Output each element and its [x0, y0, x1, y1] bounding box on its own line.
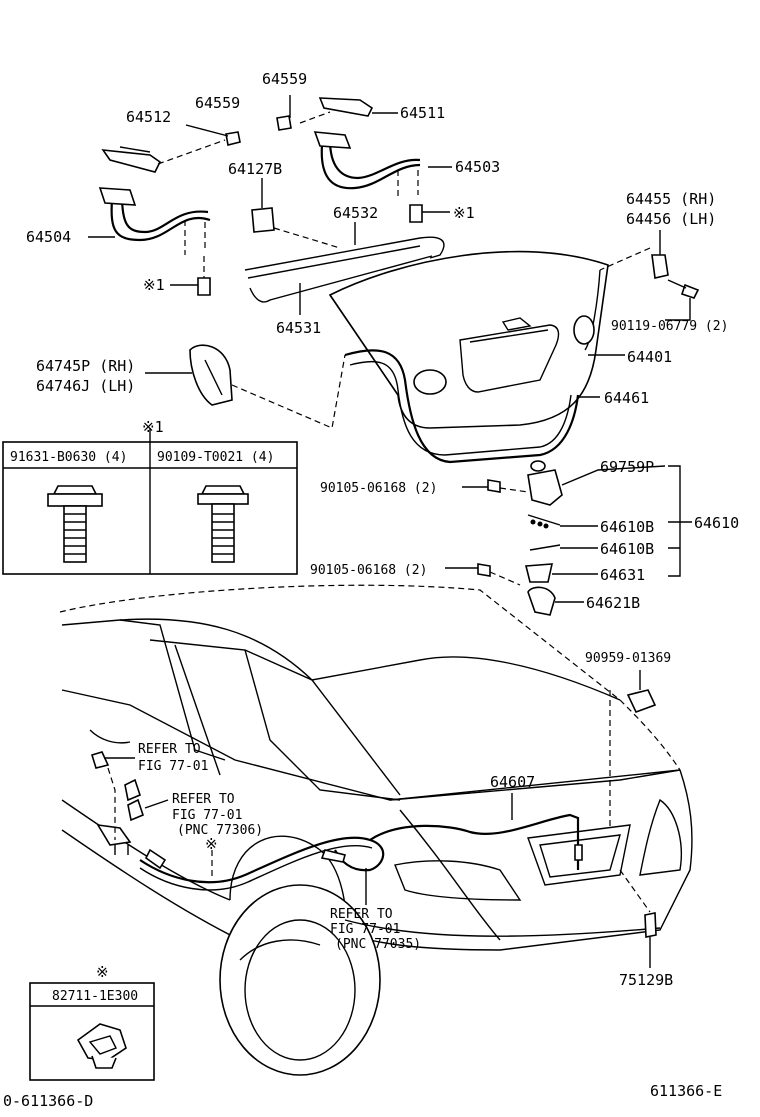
hinge-bracket-64511 [318, 97, 374, 117]
luggage-door-64401 [328, 250, 609, 429]
label-75129b: 75129B [619, 971, 673, 989]
screw-90105-lower [477, 563, 491, 577]
bolt-table-col2: 90109-T0021 (4) [157, 450, 274, 465]
bolt-table-col1: 91631-B0630 (4) [10, 450, 127, 465]
label-64607: 64607 [490, 773, 535, 791]
hinge-arm-64503 [320, 144, 421, 190]
refer-1-line2: FIG 77-01 [138, 759, 208, 774]
label-64746j: 64746J (LH) [36, 377, 135, 395]
bolt-64559-right [276, 115, 292, 131]
label-64610b-upper: 64610B [600, 518, 654, 536]
torsion-bar-64531 [249, 255, 433, 303]
label-90959: 90959-01369 [585, 651, 671, 666]
refer-3-line1: REFER TO [330, 907, 393, 922]
label-64455: 64455 (RH) [626, 190, 716, 208]
plate-recess [459, 324, 560, 393]
label-64532: 64532 [333, 204, 378, 222]
grommet-90959 [626, 689, 657, 714]
label-star-clip: ※ [96, 963, 109, 981]
refer-3-line2: FIG 77-01 [330, 922, 400, 937]
torsion-bar-64532 [244, 236, 445, 271]
label-64531: 64531 [276, 319, 321, 337]
label-64610: 64610 [694, 514, 739, 532]
refer-1-line1: REFER TO [138, 742, 201, 757]
lock-69759p [527, 469, 563, 506]
release-lever [96, 823, 132, 846]
figure-code-right: 611366-E [650, 1082, 722, 1100]
cable-64607 [139, 813, 580, 884]
label-64610b-lower: 64610B [600, 540, 654, 558]
clip-82711-icon [76, 1023, 127, 1069]
bolt-star1-upper [409, 204, 423, 223]
screw-90105-upper [487, 479, 501, 493]
label-64621b: 64621B [586, 594, 640, 612]
striker-64621b [527, 586, 556, 616]
hinge-arm-64504 [110, 199, 211, 242]
rear-wheel [219, 884, 381, 1076]
label-64504: 64504 [26, 228, 71, 246]
label-64511: 64511 [400, 104, 445, 122]
label-64559-upper: 64559 [262, 70, 307, 88]
label-64503: 64503 [455, 158, 500, 176]
label-star1-table: ※1 [142, 418, 164, 436]
car-body [59, 584, 693, 1076]
bolt-91631-icon [47, 485, 103, 563]
clip-table-header: 82711-1E300 [52, 989, 138, 1004]
label-64559-left: 64559 [195, 94, 240, 112]
label-star1-lower: ※1 [143, 276, 165, 294]
label-64512: 64512 [126, 108, 171, 126]
label-64456: 64456 (LH) [626, 210, 716, 228]
label-star-cable: ※ [205, 835, 218, 853]
label-64401: 64401 [627, 348, 672, 366]
label-64127b: 64127B [228, 160, 282, 178]
label-90105-lower: 90105-06168 (2) [310, 563, 427, 578]
refer-2-line1: REFER TO [172, 792, 235, 807]
label-90105-upper: 90105-06168 (2) [320, 481, 437, 496]
cushion-64455 [651, 254, 669, 279]
label-69759p: 69759P [600, 458, 654, 476]
striker-64631 [524, 563, 554, 583]
label-64631: 64631 [600, 566, 645, 584]
figure-code-left: 0-611366-D [3, 1092, 93, 1110]
screw-90119 [680, 283, 700, 299]
bolt-star1-lower [197, 277, 211, 296]
hinge-cover-64745p [189, 344, 233, 406]
stopper-64127b [251, 207, 275, 233]
label-90119: 90119-06779 (2) [611, 319, 728, 334]
pad-75129b [644, 912, 657, 938]
label-star1-upper: ※1 [453, 204, 475, 222]
bolt-64559-left [225, 131, 241, 146]
hinge-bracket-64512 [101, 149, 162, 173]
refer-2-line2: FIG 77-01 [172, 808, 242, 823]
label-64745p: 64745P (RH) [36, 357, 135, 375]
refer-3-line3: (PNC 77035) [335, 937, 421, 952]
refer-2-line3: (PNC 77306) [177, 823, 263, 838]
bolt-90109-icon [197, 485, 249, 563]
weatherstrip-64461 [344, 349, 580, 464]
label-64461: 64461 [604, 389, 649, 407]
